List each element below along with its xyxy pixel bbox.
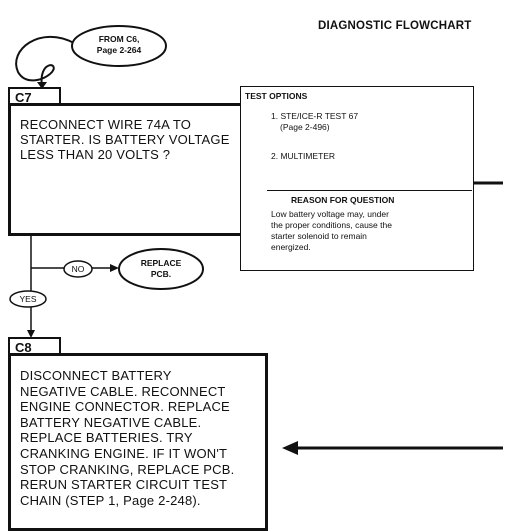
step-c8-line: STOP CRANKING, REPLACE PCB. — [20, 461, 235, 477]
test-option-2: 2. MULTIMETER — [271, 151, 336, 161]
from-c6-connector — [15, 35, 75, 88]
step-c8-line: CHAIN (STEP 1, Page 2-248). — [20, 492, 201, 508]
from-c6-line1: FROM C6, — [98, 34, 140, 44]
arrow-to-c8-head — [282, 441, 298, 455]
replace-pcb-oval — [118, 248, 204, 290]
arrowhead-into-c8 — [27, 330, 35, 338]
test-options-panel: TEST OPTIONS 1. STE/ICE-R TEST 67 (Page … — [240, 86, 474, 271]
reason-heading: REASON FOR QUESTION — [291, 195, 395, 205]
step-c8-box: DISCONNECT BATTERY NEGATIVE CABLE. RECON… — [8, 353, 268, 531]
step-c7-line: STARTER. IS BATTERY VOLTAGE — [20, 132, 230, 147]
arrowhead-into-c7 — [37, 82, 47, 89]
test-options-heading: TEST OPTIONS — [245, 91, 308, 101]
step-c7-tab-label: C7 — [15, 90, 32, 105]
step-c8-line: CRANKING ENGINE. IF IT WON'T — [20, 445, 228, 461]
from-c6-label: FROM C6, Page 2-264 — [70, 34, 168, 56]
yes-branch-label: YES — [19, 294, 37, 304]
page-title: DIAGNOSTIC FLOWCHART — [318, 20, 472, 32]
step-c8-text: DISCONNECT BATTERY NEGATIVE CABLE. RECON… — [20, 368, 234, 508]
step-c8-line: REPLACE BATTERIES. TRY — [20, 430, 193, 446]
replace-pcb-line2: PCB. — [150, 269, 172, 279]
replace-pcb-label: REPLACE PCB. — [117, 258, 205, 280]
step-c8-line: RERUN STARTER CIRCUIT TEST — [20, 477, 228, 493]
reason-line: energized. — [271, 242, 311, 252]
reason-line: starter solenoid to remain — [271, 231, 367, 241]
reason-divider — [267, 190, 472, 191]
test-option-1-line2: (Page 2-496) — [280, 121, 330, 132]
step-c8-line: BATTERY NEGATIVE CABLE. — [20, 414, 202, 430]
step-c7-line: RECONNECT WIRE 74A TO — [20, 117, 192, 132]
test-option-1: 1. STE/ICE-R TEST 67 (Page 2-496) — [271, 111, 358, 132]
step-c8-line: NEGATIVE CABLE. RECONNECT — [20, 383, 226, 399]
step-c8-line: ENGINE CONNECTOR. REPLACE — [20, 399, 230, 415]
from-c6-oval — [71, 25, 167, 67]
no-branch-label: NO — [71, 264, 85, 274]
from-c6-line2: Page 2-264 — [96, 45, 142, 55]
step-c7-text: RECONNECT WIRE 74A TO STARTER. IS BATTER… — [20, 117, 230, 162]
no-branch-oval — [63, 260, 93, 278]
test-option-1-line1: 1. STE/ICE-R TEST 67 — [271, 111, 359, 121]
step-c7-line: LESS THAN 20 VOLTS ? — [20, 147, 171, 162]
arrowhead-into-replace — [110, 264, 119, 272]
step-c8-line: DISCONNECT BATTERY — [20, 368, 172, 383]
step-c7-box: RECONNECT WIRE 74A TO STARTER. IS BATTER… — [8, 103, 266, 236]
reason-line: Low battery voltage may, under — [271, 209, 389, 219]
replace-pcb-line1: REPLACE — [140, 258, 182, 268]
reason-text: Low battery voltage may, under the prope… — [271, 209, 392, 253]
yes-branch-oval — [9, 290, 47, 308]
reason-line: the proper conditions, cause the — [271, 220, 392, 230]
step-c8-tab-label: C8 — [15, 340, 32, 355]
